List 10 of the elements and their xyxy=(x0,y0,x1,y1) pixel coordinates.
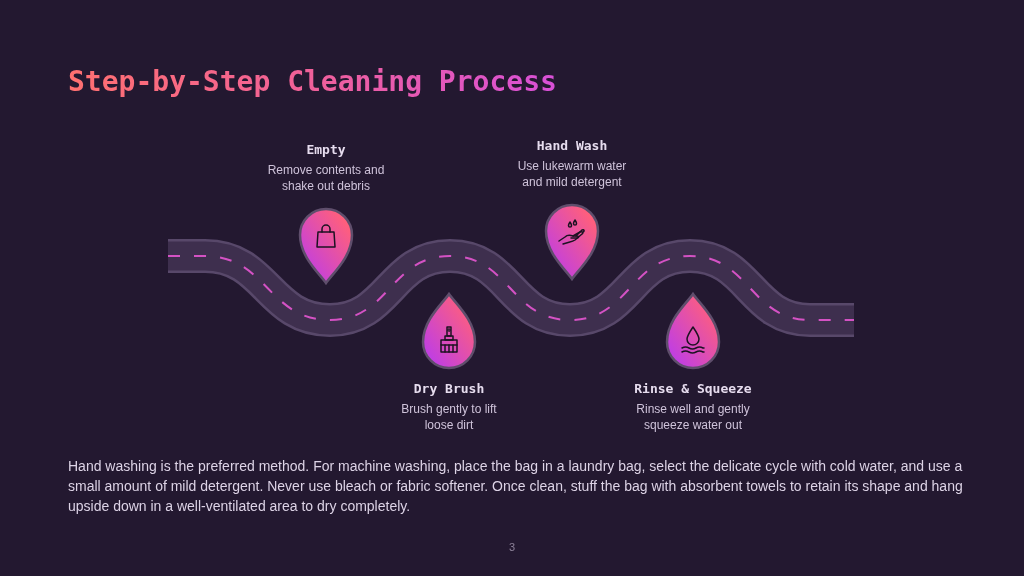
page-number: 3 xyxy=(507,540,517,555)
step-description: Remove contents and shake out debris xyxy=(266,162,386,194)
step-title: Dry Brush xyxy=(412,381,486,397)
step-title: Empty xyxy=(305,142,347,158)
step-description: Brush gently to lift loose dirt xyxy=(400,401,498,433)
step-title: Hand Wash xyxy=(535,138,609,154)
body-paragraph: Hand washing is the preferred method. For machine washing, place the bag in a laundry bag, select the delicate cycle with cold water, and use a small amount of mild detergent. Never use bleach or fabric softener. Once clean, stuff the bag with absorbent towels to retain its shape and hang upside down in a well-ventilated area to dry completely. xyxy=(68,457,964,516)
step-description: Rinse well and gently squeeze water out xyxy=(635,401,751,433)
step-title: Rinse & Squeeze xyxy=(633,381,753,397)
step-description: Use lukewarm water and mild detergent xyxy=(516,158,628,190)
